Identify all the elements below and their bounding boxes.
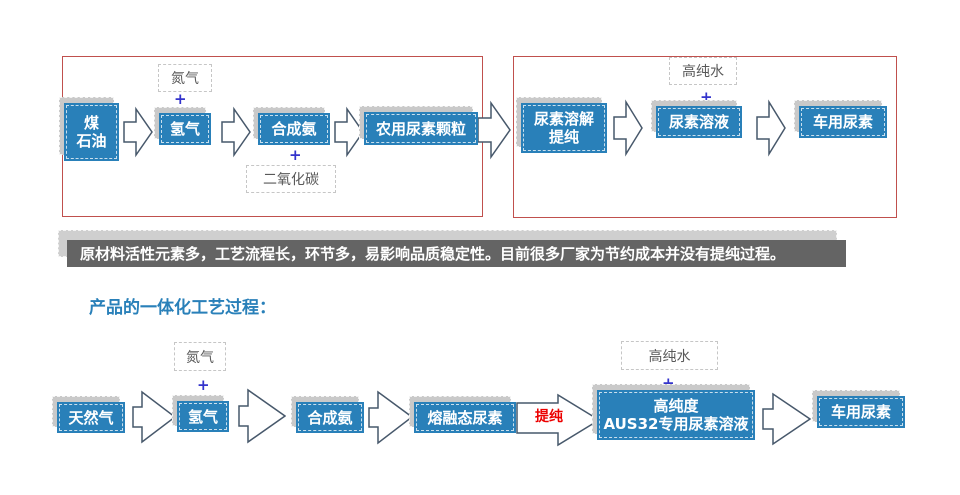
input-nitrogen: 氮气 xyxy=(158,64,212,92)
node-vehicle-urea-bottom-label: 车用尿素 xyxy=(830,403,891,421)
node-coal-oil: 煤 石油 xyxy=(59,97,119,161)
node-urea-solution-label: 尿素溶液 xyxy=(668,113,729,131)
input-nitrogen-bottom: 氮气 xyxy=(174,342,226,371)
node-natural-gas: 天然气 xyxy=(52,396,125,433)
input-co2: 二氧化碳 xyxy=(246,165,336,193)
purify-label: 提纯 xyxy=(535,409,563,425)
arrow-right-icon xyxy=(762,392,811,446)
node-molten-urea-label: 熔融态尿素 xyxy=(427,408,503,427)
input-nitrogen-bottom-label: 氮气 xyxy=(186,349,214,366)
input-pure-water-bottom: 高纯水 xyxy=(621,341,718,370)
node-hydrogen-label: 氢气 xyxy=(169,120,200,138)
note-banner-text: 原材料活性元素多，工艺流程长，环节多，易影响品质稳定性。目前很多厂家为节约成本并… xyxy=(80,245,786,263)
top-right-process-frame xyxy=(513,56,897,218)
plus-sign: + xyxy=(197,376,210,394)
arrow-right-purify-icon xyxy=(516,393,600,447)
node-coal-oil-line1: 煤 xyxy=(83,114,99,132)
arrow-right-icon xyxy=(368,390,413,445)
node-urea-solution: 尿素溶液 xyxy=(651,100,742,138)
node-molten-urea: 熔融态尿素 xyxy=(409,396,516,433)
plus-sign: + xyxy=(289,146,302,164)
arrow-right-icon xyxy=(123,106,153,158)
note-banner: 原材料活性元素多，工艺流程长，环节多，易影响品质稳定性。目前很多厂家为节约成本并… xyxy=(58,230,846,267)
input-nitrogen-label: 氮气 xyxy=(171,71,199,87)
node-aus32-line2: AUS32专用尿素溶液 xyxy=(603,415,749,433)
section-title: 产品的一体化工艺过程： xyxy=(89,298,276,318)
arrow-right-icon xyxy=(334,106,364,158)
node-ammonia-bottom-label: 合成氨 xyxy=(307,408,353,427)
arrow-right-icon xyxy=(221,106,251,158)
arrow-right-icon xyxy=(132,390,176,444)
node-hydrogen-bottom: 氢气 xyxy=(172,395,229,432)
plus-sign: + xyxy=(174,90,187,108)
node-ammonia: 合成氨 xyxy=(253,107,330,145)
node-ammonia-bottom: 合成氨 xyxy=(291,396,364,433)
node-agricultural-urea: 农用尿素颗粒 xyxy=(359,106,478,145)
input-co2-label: 二氧化碳 xyxy=(263,172,319,188)
node-aus32-line1: 高纯度 xyxy=(653,397,699,415)
arrow-right-icon xyxy=(756,99,786,157)
node-coal-oil-line2: 石油 xyxy=(76,132,107,150)
arrow-right-icon xyxy=(613,99,643,157)
node-urea-dissolve-purify: 尿素溶解 提纯 xyxy=(516,97,607,153)
arrow-right-icon xyxy=(477,100,511,160)
input-pure-water-bottom-label: 高纯水 xyxy=(648,348,691,365)
node-urea-dissolve-line2: 提纯 xyxy=(548,128,579,146)
node-agricultural-urea-label: 农用尿素颗粒 xyxy=(375,119,466,138)
node-ammonia-label: 合成氨 xyxy=(271,120,317,138)
node-aus32-solution: 高纯度 AUS32专用尿素溶液 xyxy=(592,384,755,440)
node-natural-gas-label: 天然气 xyxy=(68,408,114,427)
node-urea-dissolve-line1: 尿素溶解 xyxy=(533,110,594,128)
node-hydrogen-bottom-label: 氢气 xyxy=(187,407,218,426)
input-pure-water-top: 高纯水 xyxy=(669,57,737,85)
node-vehicle-urea-top: 车用尿素 xyxy=(794,100,887,138)
node-vehicle-urea-bottom: 车用尿素 xyxy=(812,390,905,428)
node-vehicle-urea-top-label: 车用尿素 xyxy=(812,113,873,131)
node-hydrogen: 氢气 xyxy=(154,107,211,145)
arrow-right-icon xyxy=(238,388,286,444)
input-pure-water-top-label: 高纯水 xyxy=(682,64,724,80)
